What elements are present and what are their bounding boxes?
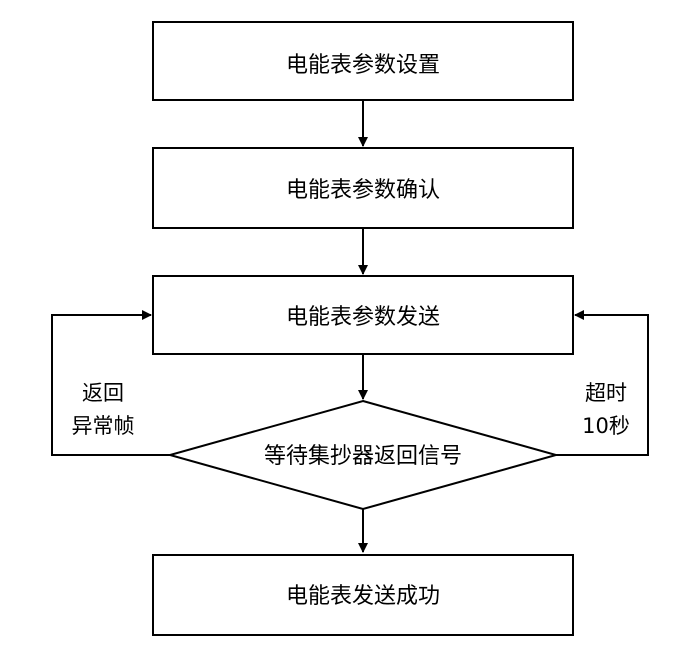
node-send-params [152, 275, 574, 355]
node-send-success-label: 电能表发送成功 [286, 584, 440, 609]
node-confirm-params-label: 电能表参数确认 [286, 178, 440, 203]
abnormal-label-line1: 返回 [82, 381, 124, 405]
abnormal-label-line2: 异常帧 [72, 414, 135, 438]
node-wait-signal-label: 等待集抄器返回信号 [264, 444, 462, 469]
node-confirm-params [152, 147, 574, 229]
edge-abnormal-loop [51, 310, 170, 456]
node-send-success [152, 554, 574, 636]
timeout-label-line1: 超时 [585, 381, 627, 405]
timeout-label-line2: 10秒 [582, 414, 630, 438]
edge-timeout-loop [556, 310, 649, 456]
node-set-params [152, 21, 574, 101]
node-send-params-label: 电能表参数发送 [286, 305, 440, 330]
node-set-params-label: 电能表参数设置 [286, 53, 440, 78]
